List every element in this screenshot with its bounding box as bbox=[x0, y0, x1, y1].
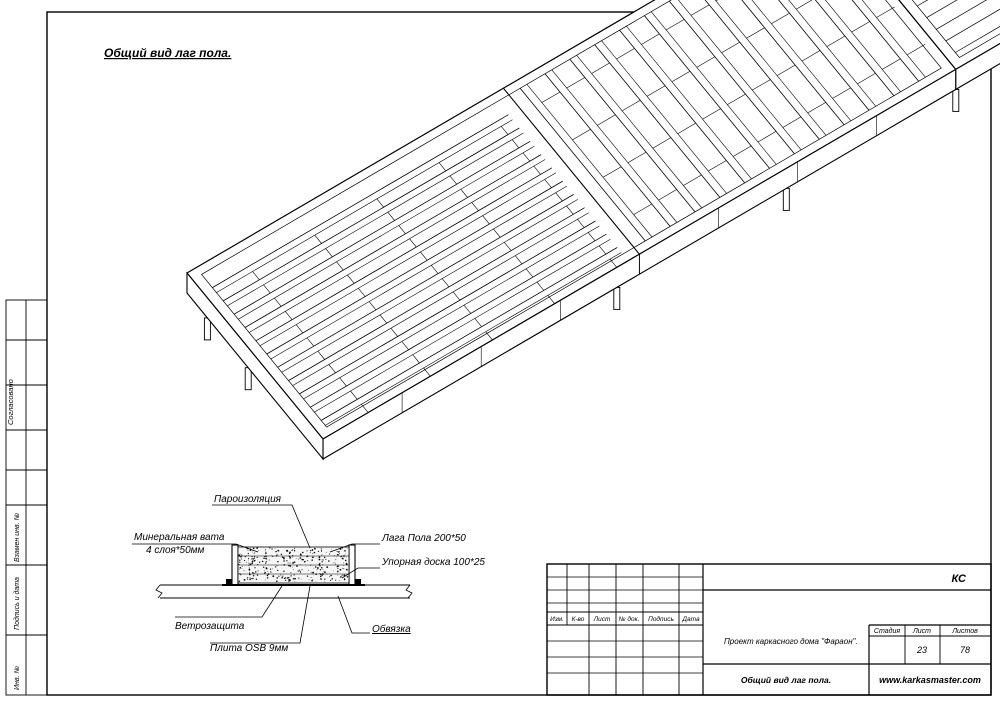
project-name: Проект каркасного дома "Фараон". bbox=[724, 637, 858, 646]
sheet-number: 23 bbox=[916, 645, 927, 655]
col-podpis: Подпись bbox=[648, 615, 674, 623]
side-stamp-agreed: Согласовано bbox=[6, 379, 15, 425]
label-wind-barrier: Ветрозащита bbox=[175, 621, 245, 632]
label-floor-joist: Лага Пола 200*50 bbox=[381, 533, 466, 544]
label-vapor-barrier: Пароизоляция bbox=[214, 494, 282, 505]
col-izm: Изм. bbox=[550, 616, 564, 623]
label-support-board: Упорная доска 100*25 bbox=[381, 557, 485, 568]
col-ndok: № док. bbox=[619, 615, 640, 623]
sheets-total: 78 bbox=[960, 645, 970, 655]
floor-framing-isometric bbox=[186, 0, 1000, 461]
label-osb-board: Плита OSB 9мм bbox=[210, 643, 288, 654]
sheets-label: Листов bbox=[951, 628, 978, 635]
title-block-code: КС bbox=[951, 573, 967, 585]
sheet-label: Лист bbox=[912, 628, 931, 635]
label-sill-beam: Обвязка bbox=[372, 623, 411, 635]
side-stamp bbox=[5, 299, 48, 696]
title-block bbox=[546, 563, 992, 696]
label-mineral-wool: Минеральная вата bbox=[134, 532, 225, 543]
side-stamp-inv-orig: Инв. № bbox=[14, 666, 21, 690]
side-stamp-sign-date: Подпись и дата bbox=[13, 577, 21, 630]
drawing-name: Общий вид лаг пола. bbox=[741, 675, 831, 685]
side-stamp-replaced-inv: Взамен инв. № bbox=[14, 512, 21, 562]
col-list: Лист bbox=[593, 616, 611, 623]
stage-label: Стадия bbox=[874, 627, 900, 635]
col-kvo: К-во bbox=[572, 616, 585, 623]
label-mineral-wool-layers: 4 слоя*50мм bbox=[146, 545, 205, 556]
floor-section-detail bbox=[132, 504, 413, 644]
col-data: Дата bbox=[681, 616, 700, 623]
sheet-title: Общий вид лаг пола. bbox=[104, 46, 231, 60]
website: www.karkasmaster.com bbox=[879, 675, 981, 685]
